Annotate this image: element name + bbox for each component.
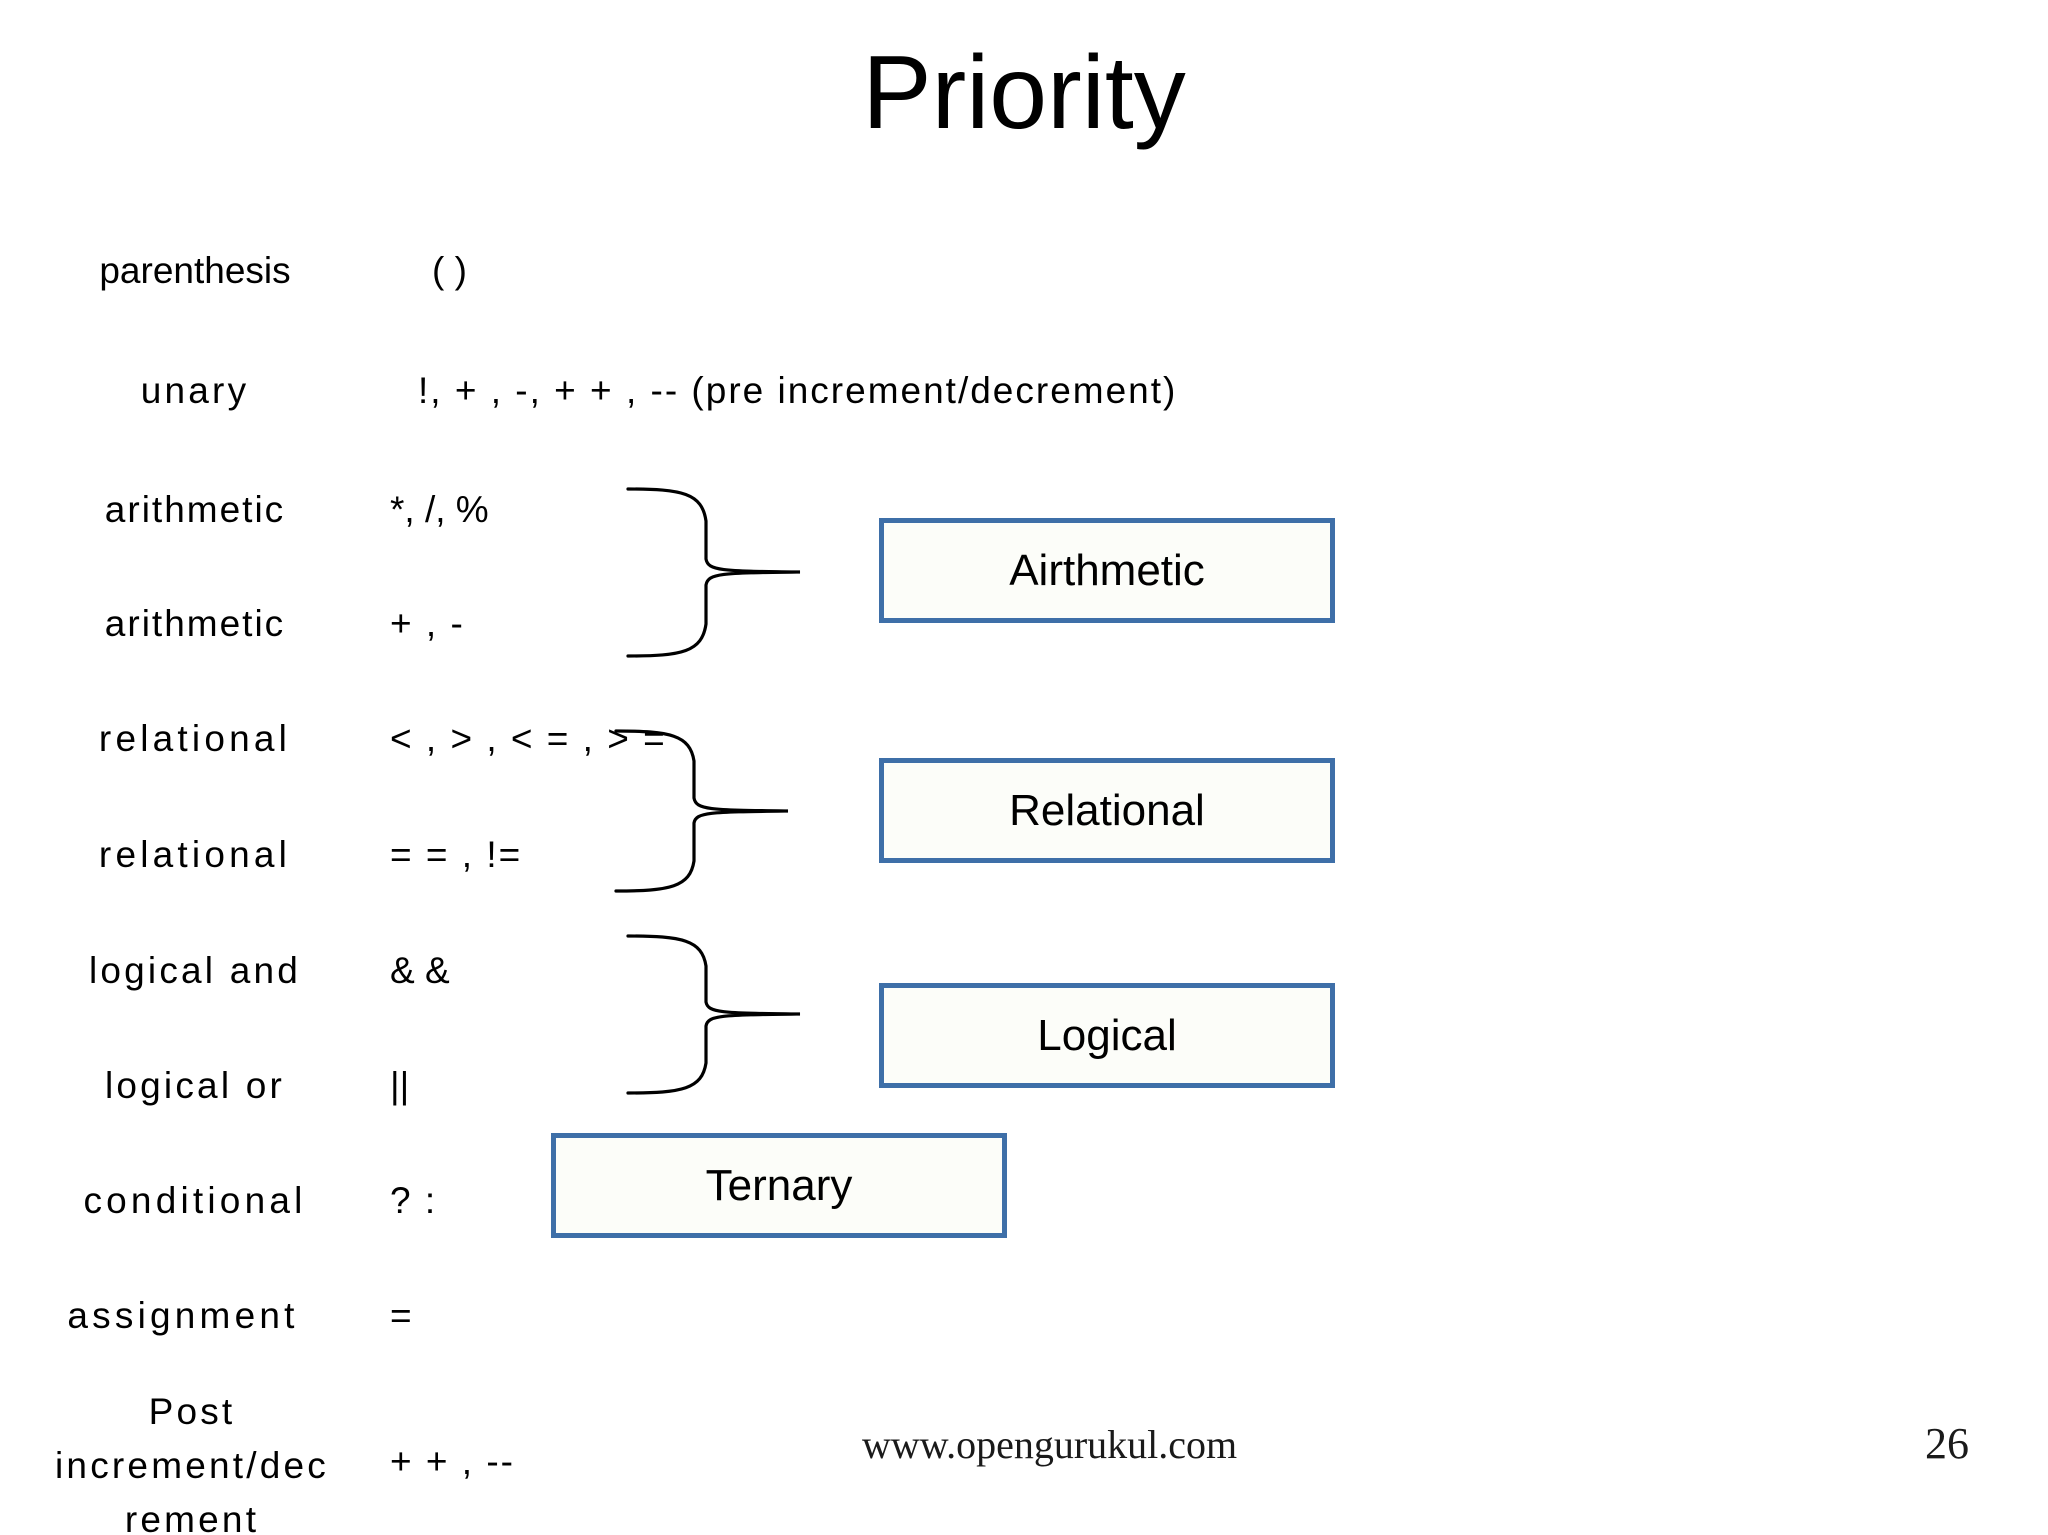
logical-brace (626, 932, 802, 1097)
row-label-arithmetic-mul: arithmetic (104, 489, 286, 530)
callout-label-logical: Logical (1037, 1010, 1177, 1060)
callout-box-logical[interactable]: Logical (879, 983, 1335, 1088)
row-label-unary: unary (140, 370, 250, 411)
row-operators-unary: !, + , -, + + , -- (pre increment/decrem… (418, 370, 1178, 411)
callout-box-ternary[interactable]: Ternary (551, 1133, 1007, 1238)
page-title: Priority (862, 35, 1186, 151)
row-operators-assignment: = (390, 1295, 412, 1336)
row-label-assignment: assignment (67, 1295, 299, 1336)
row-operators-logical-and: & & (390, 950, 450, 991)
callout-box-arithmetic[interactable]: Airthmetic (879, 518, 1335, 623)
callout-box-relational[interactable]: Relational (879, 758, 1335, 863)
row-operators-arithmetic-mul: *, /, % (390, 489, 489, 530)
row-label-relational-compare: relational (98, 718, 292, 759)
row-label-logical-and: logical and (88, 950, 302, 991)
row-operators-logical-or: || (390, 1065, 410, 1106)
footer-url: www.opengurukul.com (862, 1422, 1238, 1467)
row-label-conditional: conditional (83, 1180, 307, 1221)
row-operators-conditional: ? : (390, 1180, 438, 1221)
row-operators-post-increment-decrement: + + , -- (390, 1441, 515, 1482)
callout-label-relational: Relational (1009, 785, 1205, 835)
arithmetic-brace (626, 485, 802, 660)
row-label-post-increment-decrement: Post increment/dec rement (55, 1391, 329, 1535)
row-label-relational-equality: relational (98, 834, 292, 875)
row-label-parenthesis: parenthesis (99, 250, 291, 291)
row-operators-parenthesis: ( ) (432, 250, 467, 291)
row-label-arithmetic-add: arithmetic (104, 603, 286, 644)
relational-brace (614, 727, 790, 895)
page-number: 26 (1925, 1419, 1969, 1468)
row-operators-relational-equality: = = , != (390, 834, 523, 875)
row-label-logical-or: logical or (104, 1065, 286, 1106)
callout-label-arithmetic: Airthmetic (1009, 545, 1205, 595)
row-operators-arithmetic-add: + , - (390, 603, 465, 644)
callout-label-ternary: Ternary (705, 1160, 853, 1210)
row-operators-relational-compare: < , > , < = , > = (390, 718, 667, 759)
